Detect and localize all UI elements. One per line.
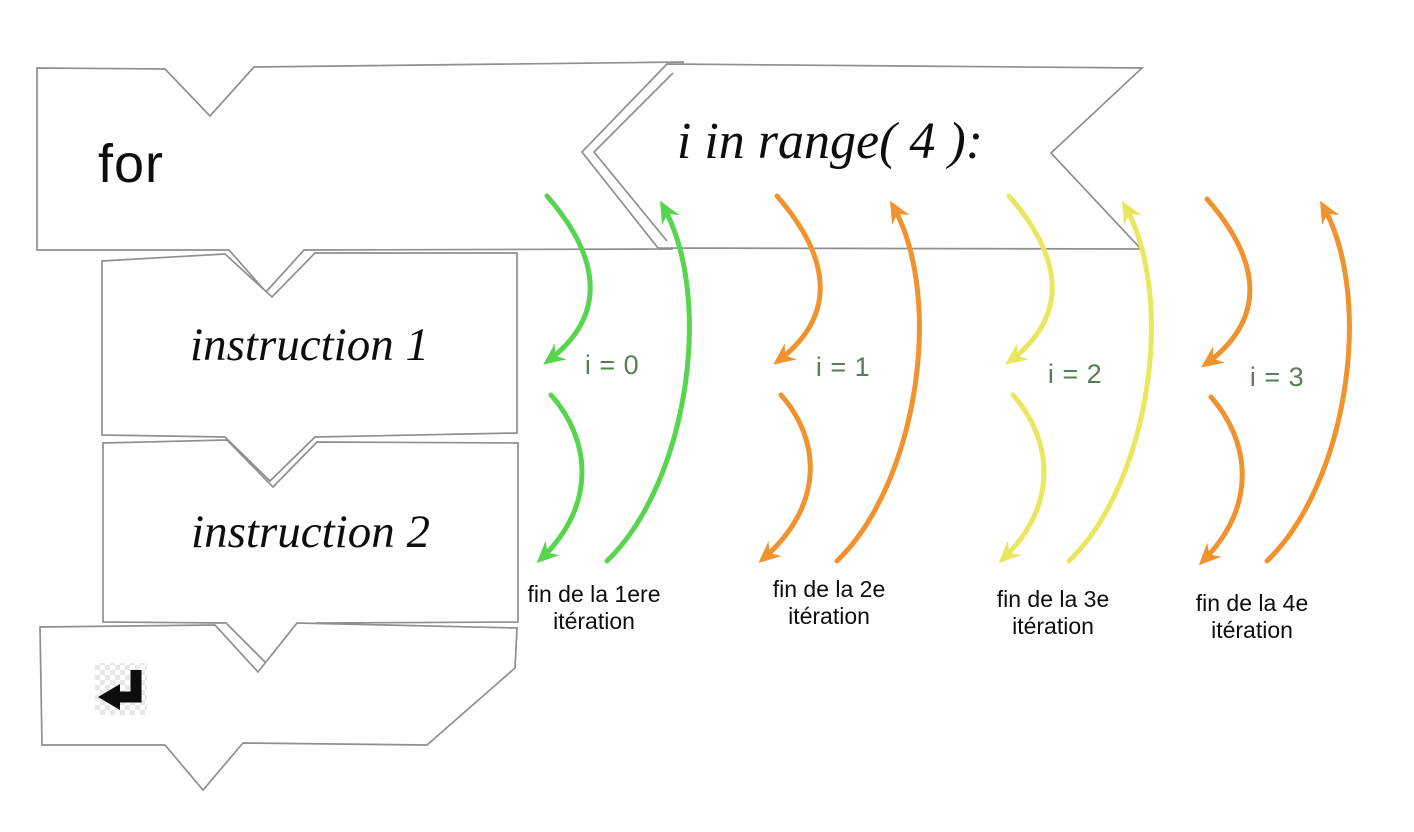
range-banner-shape xyxy=(580,63,1145,250)
iteration-2-end-label: fin de la 2e itération xyxy=(724,576,934,630)
iteration-1-loopback-arrow xyxy=(604,200,692,564)
iteration-1-var-label: i = 0 xyxy=(584,350,640,380)
iteration-3-loopback-arrow xyxy=(1066,200,1154,564)
instruction-1-block-shape xyxy=(101,252,518,483)
iteration-3-entry-arrow xyxy=(1005,193,1055,365)
iteration-4-end-label-line1: fin de la 4e xyxy=(1195,590,1309,616)
iteration-3-end-label-line1: fin de la 3e xyxy=(996,586,1110,612)
iteration-2-end-label-line2: itération xyxy=(788,603,870,629)
range-banner-inner-outline xyxy=(592,72,674,242)
iteration-2-loopback-arrow xyxy=(834,200,922,564)
iteration-2-body-arrow xyxy=(758,392,813,563)
end-block-shape xyxy=(39,622,518,792)
iteration-4-loopback-arrow xyxy=(1264,200,1352,564)
iteration-1-end-label-line2: itération xyxy=(553,608,635,634)
for-block-shape xyxy=(36,61,684,294)
iteration-4-var-label: i = 3 xyxy=(1249,362,1305,392)
iteration-4-body-arrow xyxy=(1198,394,1245,566)
iteration-3-end-label: fin de la 3e itération xyxy=(948,586,1158,640)
iteration-3-body-arrow xyxy=(998,392,1047,564)
iteration-3-var-label: i = 2 xyxy=(1047,359,1103,389)
iteration-4-end-label: fin de la 4e itération xyxy=(1147,590,1357,644)
iteration-1-end-label: fin de la 1ere itération xyxy=(489,581,699,635)
iteration-1-body-arrow xyxy=(536,392,585,564)
iteration-2-entry-arrow xyxy=(773,193,823,365)
return-arrow-icon-head xyxy=(98,684,120,710)
instruction-2-label: instruction 2 xyxy=(191,506,430,558)
iteration-3-end-label-line2: itération xyxy=(1012,613,1094,639)
iteration-2-var-label: i = 1 xyxy=(815,352,871,382)
iteration-4-end-label-line2: itération xyxy=(1211,617,1293,643)
instruction-1-label: instruction 1 xyxy=(190,319,429,371)
iteration-1-end-label-line1: fin de la 1ere xyxy=(527,581,661,607)
iteration-1-entry-arrow xyxy=(543,193,593,365)
iteration-2-end-label-line1: fin de la 2e xyxy=(772,576,886,602)
instruction-2-block-shape xyxy=(102,439,519,670)
range-expression: i in range( 4 ): xyxy=(676,113,984,170)
iteration-4-entry-arrow xyxy=(1201,196,1253,368)
for-keyword: for xyxy=(98,134,165,194)
return-arrow-icon xyxy=(118,670,142,703)
